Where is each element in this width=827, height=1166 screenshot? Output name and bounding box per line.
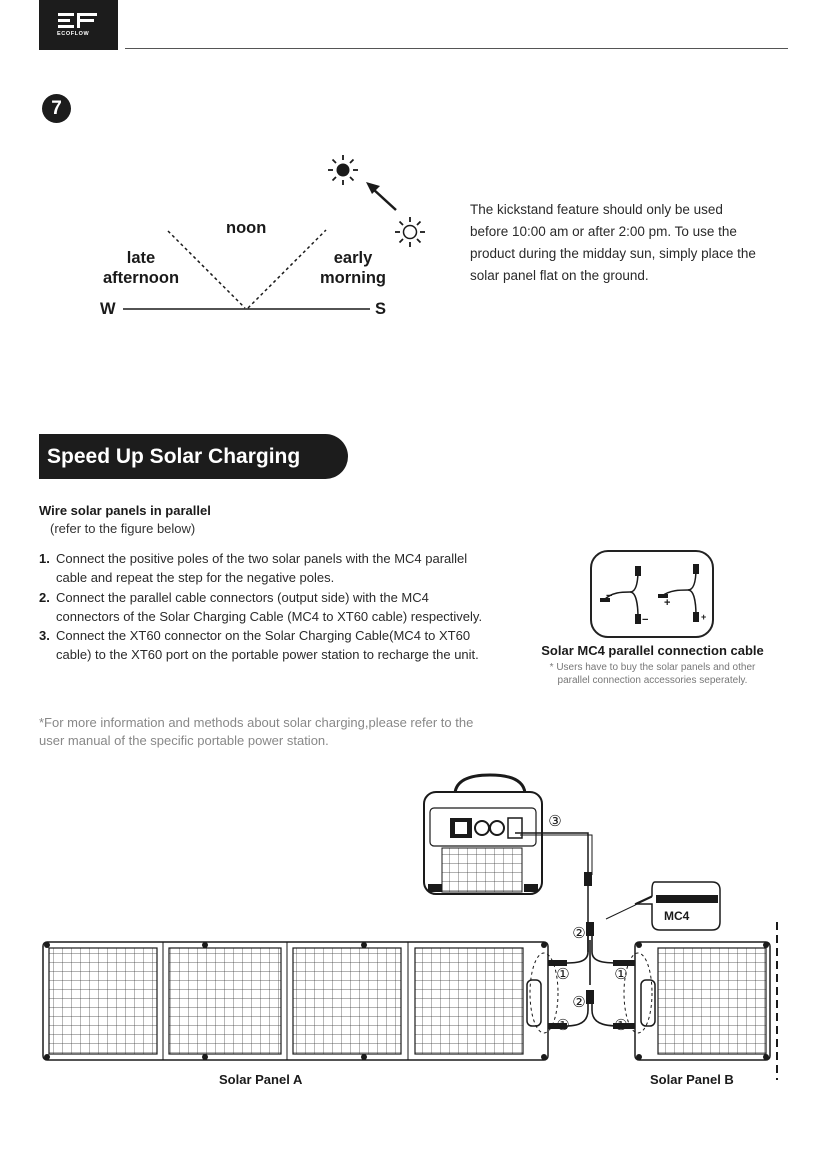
step-item: 3. Connect the XT60 connector on the Sol… [39, 626, 489, 665]
kickstand-instructions: The kickstand feature should only be use… [470, 202, 756, 283]
connection-graphic [42, 773, 778, 1080]
header-divider [125, 48, 788, 49]
solar-panel-b-label: Solar Panel B [650, 1072, 734, 1087]
step-item: 2. Connect the parallel cable connectors… [39, 588, 489, 627]
callout-2-top: ② [572, 925, 586, 942]
early-morning-label: early morning [312, 248, 394, 288]
cable-disclaimer: * Users have to buy the solar panels and… [520, 661, 785, 687]
early-label: early [333, 249, 373, 267]
mc4-cable-illustration: − − + + [590, 550, 714, 638]
logo-wordmark: ECOFLOW [57, 31, 90, 37]
wire-title: Wire solar panels in parallel [39, 503, 211, 518]
power-station-icon [423, 773, 543, 895]
footnote: *For more information and methods about … [39, 715, 474, 748]
noon-label: noon [226, 219, 267, 237]
step-number: 2. [39, 589, 50, 605]
parallel-cable-icon [600, 564, 699, 624]
cable-plus-label: + [664, 597, 671, 609]
cable-caption: Solar MC4 parallel connection cable [541, 643, 764, 658]
section-title: Speed Up Solar Charging [39, 434, 348, 479]
cable-plus-label-2: + [701, 612, 707, 622]
wire-subtitle: (refer to the figure below) [50, 521, 196, 536]
callout-1-bottom-right: ① [614, 1017, 628, 1034]
cable-minus-label: − [606, 590, 613, 602]
callout-1-bottom-left: ① [556, 1017, 570, 1034]
step-text: Connect the XT60 connector on the Solar … [56, 628, 479, 663]
cable-minus-label-2: − [642, 614, 649, 626]
sun-diagram-graphic [123, 155, 425, 310]
step-text: Connect the positive poles of the two so… [56, 551, 468, 586]
solar-panel-a-label: Solar Panel A [219, 1072, 303, 1087]
sun-filled-icon [328, 155, 358, 185]
step-text: Connect the parallel cable connectors (o… [56, 589, 483, 624]
mc4-label: MC4 [664, 909, 690, 923]
disclaimer-line: parallel connection accessories seperate… [557, 675, 748, 686]
afternoon-label: afternoon [102, 269, 180, 287]
morning-label: morning [320, 269, 386, 287]
late-label: late [126, 249, 156, 267]
west-label: W [100, 300, 116, 318]
arrow-icon [366, 182, 397, 211]
callout-1-top-right: ① [614, 966, 628, 983]
south-label: S [375, 300, 387, 318]
ecoflow-logo: ECOFLOW [39, 0, 118, 50]
step-item: 1. Connect the positive poles of the two… [39, 549, 489, 588]
step-number: 3. [39, 628, 50, 644]
parallel-connection-diagram: ③ ② ② ① ① ① ① MC4 Solar Panel A Solar Pa… [0, 760, 827, 1160]
mc4-callout [605, 881, 721, 931]
sun-outline-icon [395, 217, 425, 247]
solar-panel-a-icon [42, 941, 549, 1061]
callout-2-bottom: ② [572, 994, 586, 1011]
step-number: 1. [39, 551, 50, 566]
late-afternoon-label: late afternoon [96, 248, 186, 288]
solar-panel-b-icon [634, 922, 778, 1080]
disclaimer-line: * Users have to buy the solar panels and… [549, 662, 756, 673]
sun-position-diagram: noon late afternoon early morning W S [90, 148, 440, 328]
steps-list: 1. Connect the positive poles of the two… [39, 549, 489, 665]
callout-1-top-left: ① [556, 966, 570, 983]
callout-3: ③ [548, 813, 562, 830]
step-number-badge: 7 [42, 94, 71, 123]
